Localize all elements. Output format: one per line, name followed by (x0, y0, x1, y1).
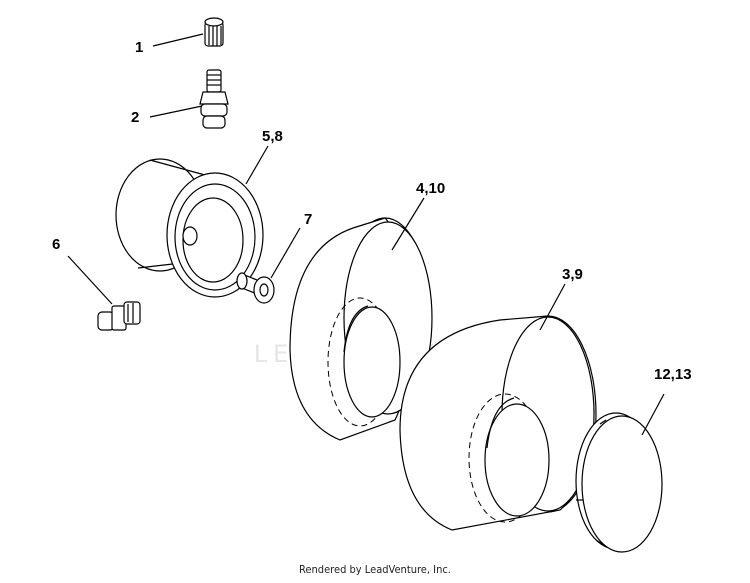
valve-stem-icon (199, 69, 229, 129)
callout-12-13: 12,13 (654, 366, 692, 383)
bushing-icon (236, 272, 275, 304)
callout-7: 7 (304, 211, 312, 228)
leader-line-2 (149, 105, 203, 118)
wheel-rim-icon (115, 158, 264, 298)
leader-line-7 (270, 227, 301, 279)
footer-credit: Rendered by LeadVenture, Inc. (299, 563, 451, 576)
callout-1: 1 (135, 39, 143, 56)
leader-line-12-13 (641, 393, 665, 436)
callout-3-9: 3,9 (562, 266, 583, 283)
leader-line-3-9 (539, 283, 566, 331)
callout-5-8: 5,8 (262, 128, 283, 145)
hub-cap-icon (575, 412, 663, 553)
leader-line-6 (67, 255, 113, 305)
leader-line-1 (152, 33, 204, 47)
valve-cap-icon (204, 17, 224, 47)
callout-4-10: 4,10 (416, 180, 445, 197)
callout-2: 2 (131, 109, 139, 126)
rear-tire-icon (399, 315, 597, 531)
grease-fitting-icon (97, 301, 141, 331)
leader-line-4-10 (391, 197, 425, 251)
front-tire-icon (289, 217, 433, 441)
callout-6: 6 (52, 236, 60, 253)
leader-line-5-8 (245, 145, 269, 185)
